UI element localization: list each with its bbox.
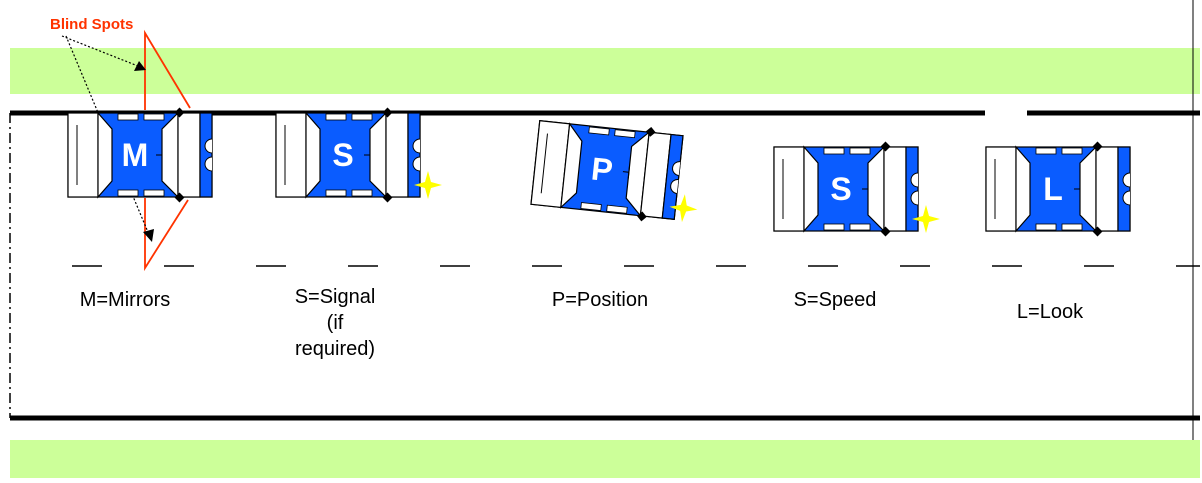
signal-flash-icon [669,194,698,223]
headlight-icon [672,161,681,177]
step-label-speed: S=Speed [793,289,877,311]
headlight-icon [412,156,421,172]
car-5: L [985,141,1131,237]
car-side-window [1035,223,1057,231]
grass-strip-bottom [10,440,1200,478]
car-hood [1095,146,1119,232]
car-rear-panel [985,146,1017,232]
car-4: S [773,141,940,237]
car-rear-panel [773,146,805,232]
car-rear-window [803,145,819,233]
blind-spot-pointer-upper [61,35,144,69]
headlight-icon [910,172,919,188]
car-side-window [351,189,373,197]
car-rear-window [305,111,321,199]
car-rear-window [1015,145,1031,233]
mirror-icon [880,226,891,237]
headlight-icon [910,190,919,206]
car-side-window [117,189,139,197]
headlight-icon [204,138,213,154]
headlight-icon [1122,190,1131,206]
mirror-icon [174,107,185,118]
step-label-mirrors: M=Mirrors [79,289,171,311]
car-rear-window [560,122,583,209]
mirror-icon [174,192,185,203]
car-hood [177,112,201,198]
car-2: S [275,107,442,203]
car-step-letter: P [590,150,615,188]
car-front [407,112,421,198]
step-label-position: P=Position [551,289,649,311]
car-side-window [588,126,610,136]
car-side-window [143,189,165,197]
car-side-window [351,113,373,121]
mirror-icon [645,126,656,137]
car-side-window [849,147,871,155]
car-step-letter: M [122,137,149,173]
headlight-icon [204,156,213,172]
blind-spot-upper-triangle [144,29,191,110]
grass-strip-top [10,48,1200,94]
car-hood [883,146,907,232]
car-step-letter: S [830,171,851,207]
steering-wheel-icon [622,171,629,173]
arrow-head-icon [143,229,154,242]
car-front [661,133,684,220]
signal-flash-icon [912,205,940,233]
car-hood [385,112,409,198]
car-side-window [325,189,347,197]
car-side-window [823,223,845,231]
signal-flash-shape [912,205,940,233]
car-rear-panel [67,112,99,198]
car-side-window [580,202,602,212]
arrow-head-icon [134,61,146,71]
car-side-window [1061,147,1083,155]
car-front [905,146,919,232]
car-trunk-line [540,133,548,194]
headlight-icon [1122,172,1131,188]
blind-spots-label: Blind Spots [50,16,134,33]
car-front [1117,146,1131,232]
car-side-window [1061,223,1083,231]
car-rear-window [97,111,113,199]
car-front [199,112,213,198]
mirror-icon [1092,141,1103,152]
car-side-window [606,204,628,214]
car-side-window [1035,147,1057,155]
step-label-signal: S=Signal (if required) [294,286,376,360]
signal-flash-icon [414,171,442,199]
signal-flash-shape [414,171,442,199]
car-3: P [530,120,698,223]
blind-spot-lower-triangle [144,198,189,272]
step-label-look: L=Look [1016,301,1084,323]
mirror-icon [1092,226,1103,237]
signal-flash-shape [669,194,698,223]
car-side-window [614,129,636,139]
car-step-letter: S [332,137,353,173]
car-rear-panel [275,112,307,198]
car-1: M [67,107,213,203]
headlight-icon [412,138,421,154]
car-side-window [117,113,139,121]
car-side-window [143,113,165,121]
car-side-window [325,113,347,121]
mirror-icon [880,141,891,152]
mirror-icon [636,211,647,222]
car-step-letter: L [1043,171,1063,207]
car-side-window [849,223,871,231]
car-side-window [823,147,845,155]
headlight-icon [670,179,679,194]
